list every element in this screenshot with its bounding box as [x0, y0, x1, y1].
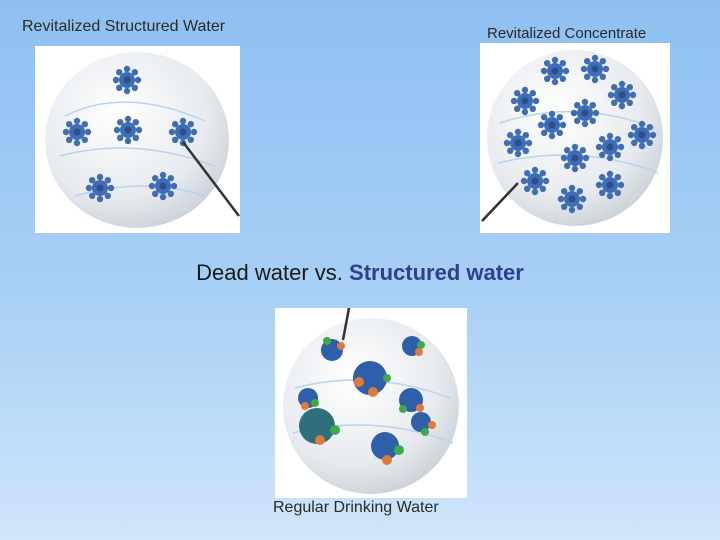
- structured-water-cluster-icon: [510, 86, 540, 116]
- structured-water-cluster-icon: [540, 56, 570, 86]
- structured-water-cluster-icon: [520, 166, 550, 196]
- label-regular-drinking-water: Regular Drinking Water: [273, 499, 439, 516]
- structured-water-cluster-icon: [168, 117, 198, 147]
- structured-water-cluster-icon: [113, 115, 143, 145]
- pointer-line: [182, 141, 240, 217]
- structured-water-cluster-icon: [557, 184, 587, 214]
- structured-water-cluster-icon: [537, 110, 567, 140]
- caption-structured-water: Structured water: [349, 260, 524, 285]
- structured-water-cluster-icon: [112, 65, 142, 95]
- structured-water-cluster-icon: [607, 80, 637, 110]
- label-revitalized-concentrate: Revitalized Concentrate: [487, 25, 647, 42]
- water-molecule-icon: [299, 408, 340, 445]
- label-revitalized-structured-water: Revitalized Structured Water: [22, 18, 226, 35]
- caption-dead-water: Dead water vs.: [196, 260, 343, 285]
- water-molecule-icon: [411, 412, 436, 436]
- panel-concentrate: [480, 43, 670, 233]
- pointer-line: [481, 182, 519, 222]
- structured-water-cluster-icon: [560, 143, 590, 173]
- structured-water-cluster-icon: [85, 173, 115, 203]
- pointer-line: [341, 308, 351, 341]
- concentrate-sphere: [481, 50, 663, 226]
- structured-water-cluster-icon: [580, 54, 610, 84]
- structured-water-cluster-icon: [503, 128, 533, 158]
- water-molecule-icon: [321, 337, 345, 361]
- structured-water-cluster-icon: [570, 98, 600, 128]
- panel-regular-water: [275, 308, 467, 498]
- structured-water-sphere: [45, 52, 240, 228]
- structured-water-cluster-icon: [627, 120, 657, 150]
- water-molecule-icon: [298, 388, 319, 410]
- panel-structured-water: [35, 46, 240, 233]
- structured-water-cluster-icon: [595, 132, 625, 162]
- regular-water-sphere: [283, 308, 459, 494]
- water-molecule-icon: [402, 336, 425, 356]
- water-molecule-icon: [353, 361, 391, 397]
- slide-caption: Dead water vs. Structured water: [0, 260, 720, 286]
- structured-water-cluster-icon: [62, 117, 92, 147]
- water-molecule-icon: [399, 388, 424, 413]
- water-molecule-icon: [371, 432, 404, 465]
- structured-water-cluster-icon: [148, 171, 178, 201]
- structured-water-cluster-icon: [595, 170, 625, 200]
